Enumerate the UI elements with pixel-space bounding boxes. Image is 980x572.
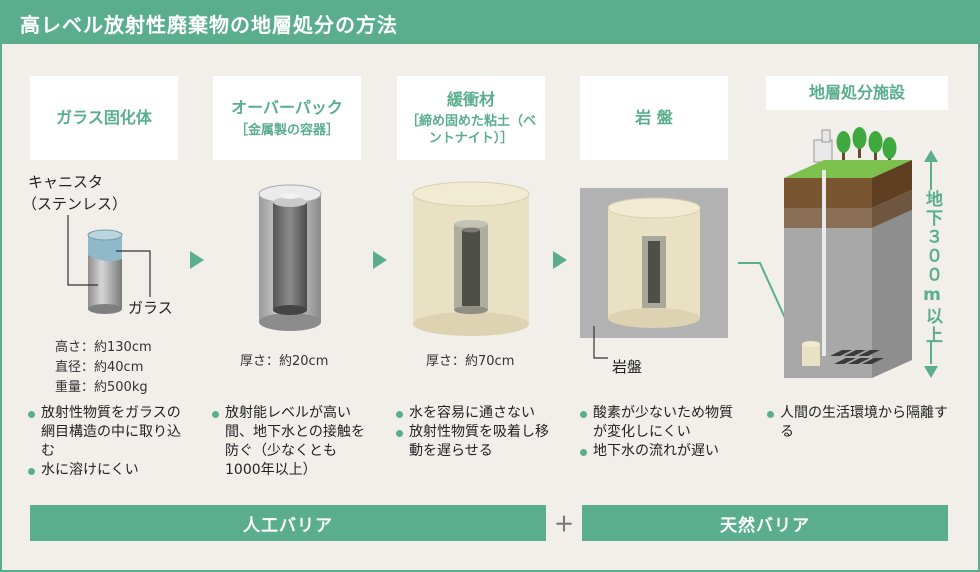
bullet-item: 放射性物質をガラスの網目構造の中に取り込む bbox=[27, 404, 187, 461]
header-label: 地層処分施設 bbox=[808, 83, 905, 102]
bullets-disposal-facility: 人間の生活環境から隔離する bbox=[766, 404, 952, 442]
spec-weight: 重量：約500kg bbox=[55, 380, 148, 395]
arrow-right-icon bbox=[373, 251, 387, 269]
header-bedrock: 岩 盤 bbox=[580, 76, 728, 160]
bullets-bedrock: 酸素が少ないため物質が変化しにくい 地下水の流れが遅い bbox=[579, 404, 745, 461]
title-bar: 高レベル放射性廃棄物の地層処分の方法 bbox=[0, 0, 980, 44]
canister-material-label: （ステンレス） bbox=[22, 195, 128, 213]
glass-label: ガラス bbox=[128, 299, 173, 317]
bedrock-label: 岩盤 bbox=[612, 358, 643, 376]
specs-vitrified-glass: 高さ：約130cm 直径：約40cm 重量：約500kg bbox=[55, 338, 152, 398]
header-label: ガラス固化体 bbox=[56, 108, 152, 127]
vitrified-glass-illustration bbox=[67, 215, 151, 314]
arrow-right-icon bbox=[553, 251, 567, 269]
spec-overpack-thickness: 厚さ：約20cm bbox=[240, 354, 329, 369]
bullets-overpack: 放射能レベルが高い間、地下水との接触を防ぐ（少なくとも1000年以上） bbox=[211, 404, 367, 480]
depth-label: 地下３００m以上 bbox=[922, 190, 942, 345]
depth-arrow-icon bbox=[924, 150, 938, 378]
spec-buffer-thickness: 厚さ：約70cm bbox=[426, 354, 515, 369]
bullet-item: 人間の生活環境から隔離する bbox=[766, 404, 952, 442]
plus-sign: ＋ bbox=[554, 512, 574, 536]
header-buffer: 緩衝材 ［締め固めた粘土（ベントナイト）］ bbox=[397, 76, 545, 160]
header-label: オーバーパック bbox=[231, 97, 343, 117]
arrow-right-icon bbox=[190, 251, 204, 269]
header-label: 岩 盤 bbox=[635, 108, 673, 127]
header-sublabel: ［金属製の容器］ bbox=[234, 122, 339, 138]
header-vitrified-glass: ガラス固化体 bbox=[30, 76, 178, 160]
bullet-item: 放射性物質を吸着し移動を遅らせる bbox=[395, 423, 555, 461]
bedrock-illustration bbox=[580, 188, 728, 359]
header-overpack: オーバーパック ［金属製の容器］ bbox=[213, 76, 361, 160]
bullet-item: 酸素が少ないため物質が変化しにくい bbox=[579, 404, 745, 442]
page-title: 高レベル放射性廃棄物の地層処分の方法 bbox=[20, 13, 398, 37]
bullets-vitrified-glass: 放射性物質をガラスの網目構造の中に取り込む 水に溶けにくい bbox=[27, 404, 187, 480]
bullet-item: 水に溶けにくい bbox=[27, 461, 187, 480]
disposal-facility-illustration bbox=[784, 127, 912, 378]
engineered-barrier-bar: 人工バリア bbox=[30, 505, 546, 541]
overpack-illustration bbox=[258, 184, 322, 331]
canister-label: キャニスタ bbox=[28, 173, 104, 191]
bullets-buffer: 水を容易に通さない 放射性物質を吸着し移動を遅らせる bbox=[395, 404, 555, 461]
spec-height: 高さ：約130cm bbox=[55, 340, 152, 355]
header-sublabel: ［締め固めた粘土（ベントナイト）］ bbox=[406, 113, 537, 146]
header-label: 緩衝材 bbox=[446, 89, 495, 109]
natural-barrier-bar: 天然バリア bbox=[582, 505, 948, 541]
bullet-item: 地下水の流れが遅い bbox=[579, 442, 745, 461]
bullet-item: 水を容易に通さない bbox=[395, 404, 555, 423]
buffer-clay-illustration bbox=[412, 181, 530, 336]
tree-icon bbox=[836, 127, 897, 166]
spec-diameter: 直径：約40cm bbox=[55, 360, 144, 375]
header-disposal-facility: 地層処分施設 bbox=[766, 76, 948, 110]
bullet-item: 放射能レベルが高い間、地下水との接触を防ぐ（少なくとも1000年以上） bbox=[211, 404, 367, 480]
